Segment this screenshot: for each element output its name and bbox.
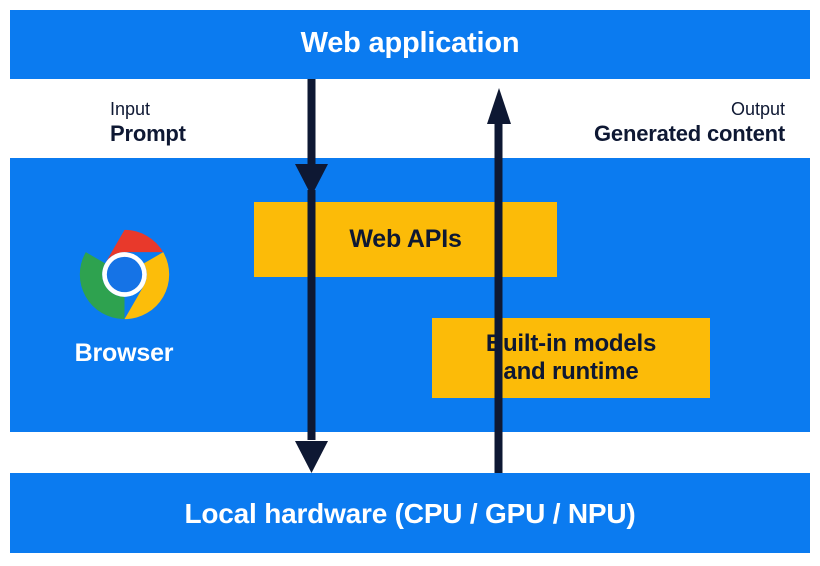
box-builtin-models-label-line2: and runtime [503,358,639,385]
box-web-apis-label: Web APIs [349,224,462,253]
band-web-application [10,10,810,79]
box-builtin-models: Built-in models and runtime [432,318,710,398]
box-builtin-models-label: Built-in models and runtime [485,329,657,387]
local-hardware-label: Local hardware (CPU / GPU / NPU) [184,498,636,529]
flow-caption-output: Output Generated content [594,99,785,148]
flow-caption-input: Input Prompt [110,99,186,148]
flow-caption-input-value: Prompt [110,120,186,146]
flow-caption-input-kind: Input [110,99,151,119]
box-web-apis: Web APIs [254,202,557,277]
flow-caption-output-value: Generated content [594,120,785,146]
browser-label: Browser [74,339,174,367]
chrome-logo-icon [78,228,171,321]
web-application-label: Web application [300,27,520,59]
flow-caption-output-kind: Output [730,99,785,119]
box-builtin-models-label-line1: Built-in models [485,329,657,357]
band-local-hardware [10,473,810,553]
